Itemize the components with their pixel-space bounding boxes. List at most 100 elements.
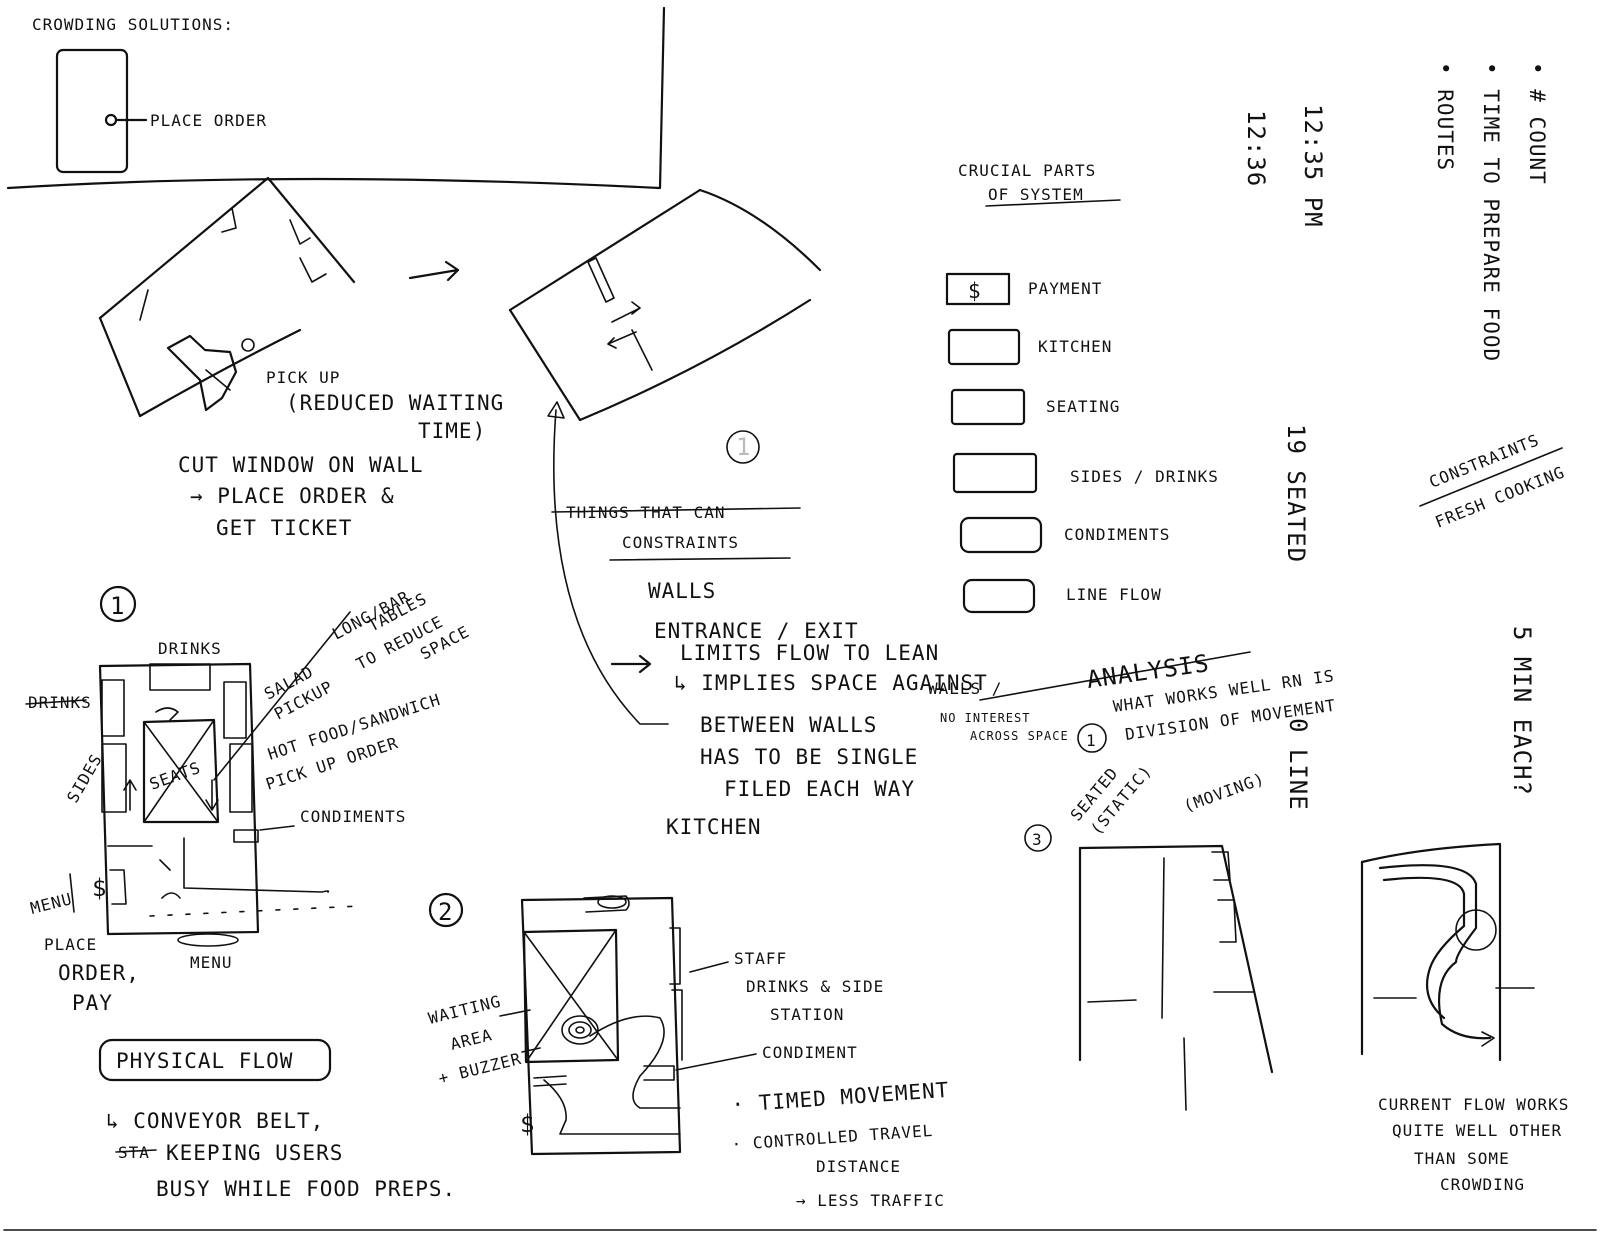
plan2-distance: DISTANCE xyxy=(816,1157,901,1176)
place-order-top-label: PLACE ORDER xyxy=(150,111,267,130)
plan2-num: 2 xyxy=(438,898,453,926)
order-point-marker xyxy=(104,113,118,127)
physical-flow-b3: BUSY WHILE FOOD PREPS. xyxy=(156,1177,456,1201)
constraints-title: CONSTRAINTS xyxy=(622,533,739,552)
physical-flow-b2-struck: STA xyxy=(118,1143,150,1162)
legend-condiments: CONDIMENTS xyxy=(1064,525,1170,544)
physical-flow-box xyxy=(98,1038,332,1082)
plan1-menu-bottom: MENU xyxy=(190,953,233,972)
across-space-label: ACROSS SPACE xyxy=(970,729,1069,743)
plan1-place-2: ORDER, xyxy=(58,961,140,985)
physical-flow-b1: ↳ CONVEYOR BELT, xyxy=(106,1109,324,1133)
five-min-each: 5 MIN EACH? xyxy=(1508,626,1536,796)
line-count: 0 LINE xyxy=(1284,718,1312,811)
legend-line-flow: LINE FLOW xyxy=(1066,585,1162,604)
current-flow-4: CROWDING xyxy=(1440,1175,1525,1194)
order-kiosk-box xyxy=(55,48,129,174)
time-1235: 12:35 PM xyxy=(1299,104,1327,228)
plan1-menu-left: MENU xyxy=(28,889,74,918)
plan2-staff-1: STAFF xyxy=(734,949,787,968)
time-1236: 12:36 xyxy=(1242,110,1270,187)
current-flow-3: THAN SOME xyxy=(1414,1149,1510,1168)
plan1-place-3: PAY xyxy=(72,991,113,1015)
metric-routes: • ROUTES xyxy=(1433,62,1457,171)
plan2-less-traffic: → LESS TRAFFIC xyxy=(796,1191,945,1210)
floor-plan-1: 1 DRINKS DRINKS LONG/BAR TABLES TO REDUC… xyxy=(25,585,473,1015)
between-walls-label: BETWEEN WALLS xyxy=(700,713,877,737)
payment-box xyxy=(945,272,1011,306)
wall-curve xyxy=(6,6,666,190)
payment-dollar: $ xyxy=(968,279,982,303)
physical-flow-section: PHYSICAL FLOW ↳ CONVEYOR BELT, STA KEEPI… xyxy=(98,1038,456,1201)
crowding-solutions-section: CROWDING SOLUTIONS: PLACE ORDER xyxy=(6,6,666,190)
physical-flow-title: PHYSICAL FLOW xyxy=(116,1049,293,1073)
circled-one-faint: 1 xyxy=(736,433,751,461)
cut-window-label: CUT WINDOW ON WALL xyxy=(178,453,424,477)
current-flow-2: QUITE WELL OTHER xyxy=(1392,1121,1562,1140)
single-file-label: HAS TO BE SINGLE xyxy=(700,745,918,769)
plan1-dollar: $ xyxy=(92,874,107,902)
plan1-condiments: CONDIMENTS xyxy=(300,807,406,826)
plan1-sides: SIDES xyxy=(63,750,106,806)
transition-arrow xyxy=(408,260,460,282)
plan2-waiting-3: + BUZZER xyxy=(436,1049,523,1088)
plan2-outline xyxy=(520,896,682,1156)
time-label: TIME) xyxy=(418,419,486,443)
plan2-waiting-1: WAITING xyxy=(426,991,503,1027)
no-interest-label: NO INTEREST xyxy=(940,711,1030,725)
analysis-num-3: 3 xyxy=(1032,830,1043,849)
plan2-staff-3: STATION xyxy=(770,1005,844,1024)
metric-count: • # COUNT xyxy=(1525,62,1549,185)
legend-payment: PAYMENT xyxy=(1028,279,1102,298)
legend-seating: SEATING xyxy=(1046,397,1120,416)
crucial-parts-title-2: OF SYSTEM xyxy=(988,185,1084,204)
plan2-dollar: $ xyxy=(520,1110,535,1138)
things-that-can-struck: THINGS THAT CAN xyxy=(566,503,726,522)
plan2-timed-movement: · TIMED MOVEMENT xyxy=(731,1078,950,1117)
legend-kitchen: KITCHEN xyxy=(1038,337,1112,356)
line-flow-box xyxy=(962,578,1036,614)
implies-space-label: ↳ IMPLIES SPACE AGAINST xyxy=(674,671,988,695)
plan1-place-1: PLACE xyxy=(44,935,97,954)
place-order-ticket-label: → PLACE ORDER & xyxy=(190,484,395,508)
pickup-label: PICK UP xyxy=(266,368,340,387)
walls-slash-label: WALLS / xyxy=(928,679,1002,698)
rotated-side-notes: 19 SEATED 0 LINE 5 MIN EACH? CONSTRAINTS… xyxy=(1282,424,1568,811)
physical-flow-b2: KEEPING USERS xyxy=(166,1141,343,1165)
kitchen-constraint-label: KITCHEN xyxy=(666,815,762,839)
time-notes: 12:35 PM 12:36 xyxy=(1242,104,1327,228)
constraints-block: THINGS THAT CAN CONSTRAINTS WALLS ENTRAN… xyxy=(551,503,1069,839)
crowding-solutions-title: CROWDING SOLUTIONS: xyxy=(32,15,234,34)
seating-box xyxy=(950,388,1026,426)
plan1-drinks: DRINKS xyxy=(158,639,222,658)
analysis-num-1: 1 xyxy=(1086,731,1097,750)
plan2-waiting-2: AREA xyxy=(448,1025,494,1054)
crucial-parts-title-1: CRUCIAL PARTS xyxy=(958,161,1096,180)
metric-time-to-prepare: • TIME TO PREPARE FOOD xyxy=(1479,62,1503,362)
entrance-exit-label: ENTRANCE / EXIT xyxy=(654,619,859,643)
moving-label: (MOVING) xyxy=(1181,769,1267,816)
plan2-controlled-travel: · CONTROLLED TRAVEL xyxy=(731,1121,934,1154)
seated-count: 19 SEATED xyxy=(1282,424,1310,563)
plan2-condiment: CONDIMENT xyxy=(762,1043,858,1062)
moving-room xyxy=(1360,842,1502,1062)
reduced-waiting-label: (REDUCED WAITING xyxy=(286,391,504,415)
pickup-window-sketch: PICK UP (REDUCED WAITING TIME) CUT WINDO… xyxy=(98,176,504,540)
sides-drinks-box xyxy=(952,452,1038,494)
floor-plan-2: 2 WAITING AREA + BUZZER $ STAFF DRINKS &… xyxy=(426,892,950,1210)
filed-each-way-label: FILED EACH WAY xyxy=(724,777,915,801)
limits-flow-label: LIMITS FLOW TO LEAN xyxy=(680,641,939,665)
current-flow-1: CURRENT FLOW WORKS xyxy=(1378,1095,1569,1114)
kitchen-box xyxy=(947,328,1021,366)
entrance-exit-sketch: 1 xyxy=(508,188,822,725)
walls-label: WALLS xyxy=(648,579,716,603)
static-room xyxy=(1078,844,1274,1074)
plan1-num: 1 xyxy=(110,592,125,620)
metrics-list: • # COUNT • TIME TO PREPARE FOOD • ROUTE… xyxy=(1433,62,1549,362)
get-ticket-label: GET TICKET xyxy=(216,516,352,540)
entrance-loop-arrow xyxy=(553,409,669,725)
crucial-parts-legend: CRUCIAL PARTS OF SYSTEM $ PAYMENT KITCHE… xyxy=(945,161,1218,614)
plan2-staff-2: DRINKS & SIDE xyxy=(746,977,884,996)
condiments-box xyxy=(959,516,1043,554)
